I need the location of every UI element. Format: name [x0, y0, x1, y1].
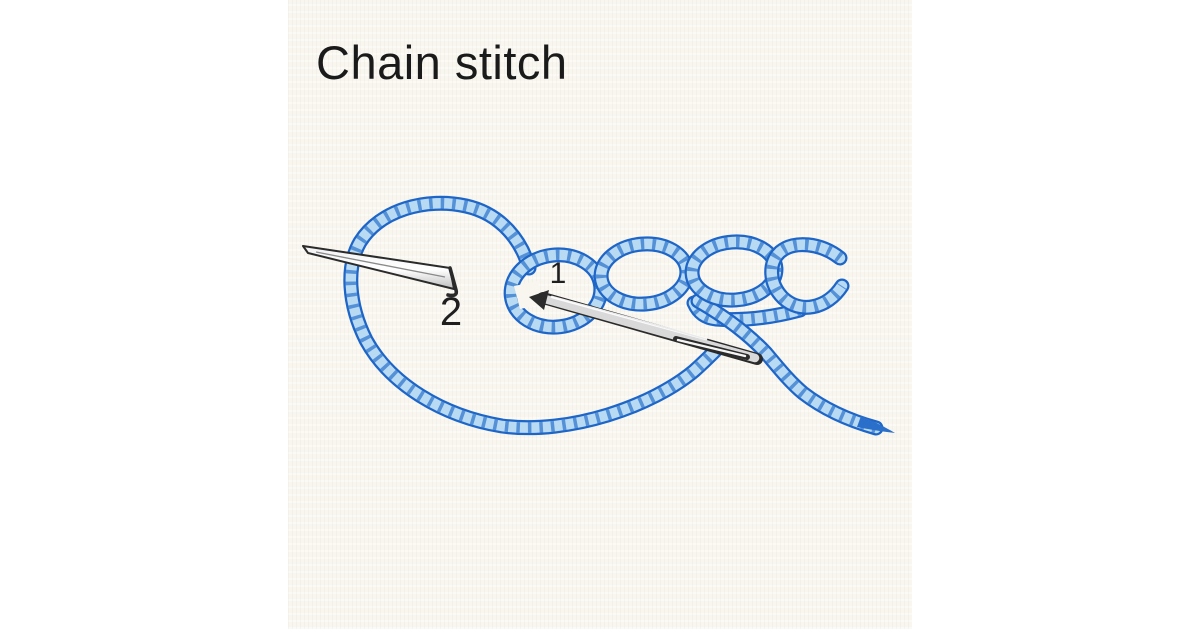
- diagram-title: Chain stitch: [316, 36, 568, 89]
- label-point-1: 1: [550, 257, 567, 290]
- needle-slit-mark: [446, 266, 459, 298]
- needle-tip: [302, 245, 455, 290]
- needle-direction-arrowhead-icon: [529, 290, 549, 310]
- needle-eye: [673, 336, 750, 360]
- chain-link-2: [599, 240, 690, 307]
- needle: [537, 292, 763, 365]
- thread-tail-tip: [857, 416, 895, 433]
- label-point-2: 2: [440, 290, 462, 334]
